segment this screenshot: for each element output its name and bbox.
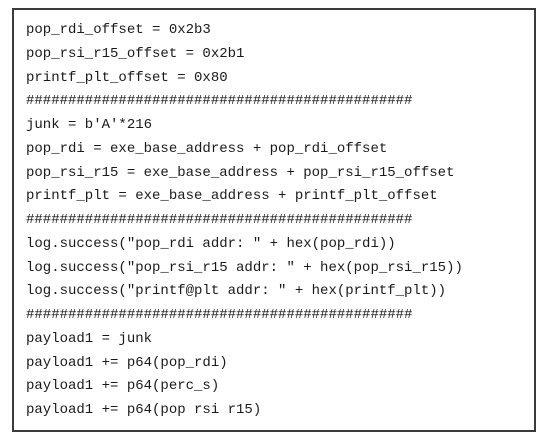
code-separator-line: ########################################… — [26, 212, 413, 228]
code-line: pop_rsi_r15_offset = 0x2b1 — [26, 45, 245, 62]
code-line: printf_plt = exe_base_address + printf_p… — [26, 188, 438, 205]
code-separator-line: ########################################… — [26, 93, 413, 110]
code-line: payload1 += p64(pop_rdi) — [26, 354, 228, 371]
code-separator-line: ########################################… — [26, 307, 413, 323]
code-line: payload1 = junk — [26, 330, 153, 347]
code-line: payload1 += p64(pop rsi r15) — [26, 402, 262, 418]
code-block-frame: pop_rdi_offset = 0x2b3 pop_rsi_r15_offse… — [12, 8, 536, 432]
code-listing: pop_rdi_offset = 0x2b3 pop_rsi_r15_offse… — [26, 19, 463, 423]
code-line: pop_rsi_r15 = exe_base_address + pop_rsi… — [26, 164, 455, 181]
code-line: payload1 += p64(perc_s) — [26, 378, 220, 395]
code-line: junk = b'A'*216 — [26, 117, 153, 133]
code-line: pop_rdi = exe_base_address + pop_rdi_off… — [26, 140, 388, 157]
code-line: log.success("pop_rdi addr: " + hex(pop_r… — [26, 235, 396, 252]
code-line: log.success("printf@plt addr: " + hex(pr… — [26, 283, 447, 300]
code-line: printf_plt_offset = 0x80 — [26, 69, 228, 86]
code-line: pop_rdi_offset = 0x2b3 — [26, 22, 211, 38]
code-line: log.success("pop_rsi_r15 addr: " + hex(p… — [26, 259, 463, 276]
